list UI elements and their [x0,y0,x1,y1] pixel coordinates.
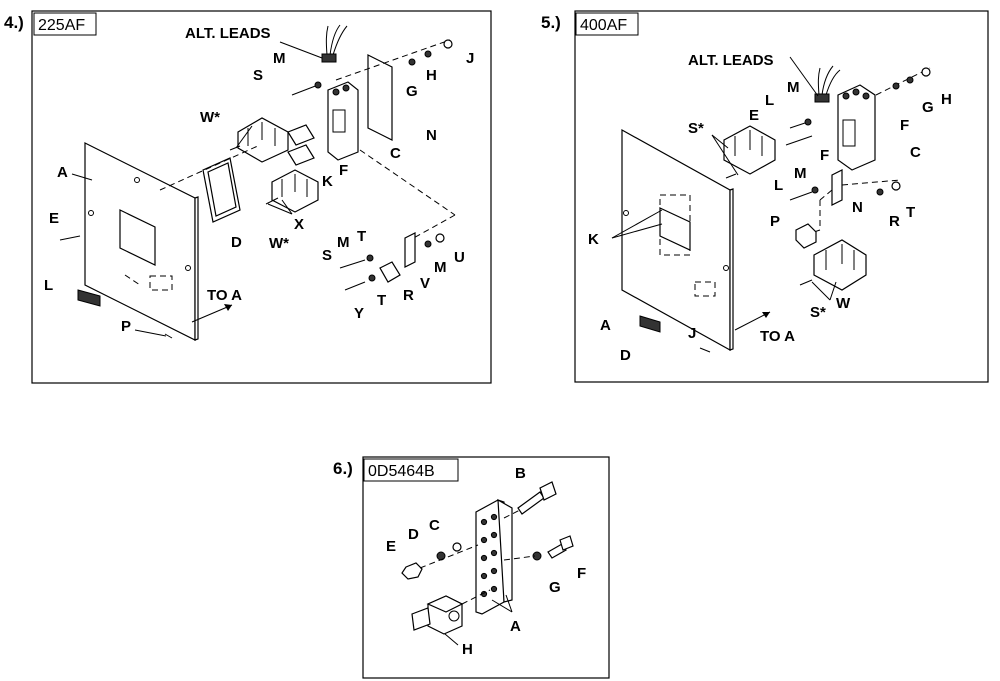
panel-tag-box [575,12,639,36]
bus-bar-a-rear [497,498,513,603]
callout-label: H [941,91,952,108]
callout-label: W* [200,109,220,126]
callout-label: R [889,213,900,230]
callout-label: ALT. LEADS [688,52,774,69]
callout-label: W* [269,235,289,252]
callout-label: L [44,277,53,294]
panel-tag-box [363,458,459,482]
plate-n [367,54,393,141]
lug-block-w [813,239,867,291]
callout-label: G [549,579,561,596]
callout-label: H [426,67,437,84]
callout-label: P [770,213,780,230]
callout-label: TO A [760,328,795,345]
callout-label: P [121,318,131,335]
callout-label: S* [810,304,826,321]
callout-label: F [820,147,829,164]
callout-label: J [466,50,474,67]
callout-label: C [910,144,921,161]
panel-frame [31,10,492,384]
callout-label: TO A [207,287,242,304]
callout-label: T [357,228,366,245]
callout-label: M [787,79,800,96]
callout-label: S [322,247,332,264]
alt-leads [814,65,841,103]
panel-tag: 0D5464B [368,463,435,480]
callout-label: A [57,164,68,181]
callout-label: J [688,325,696,342]
callout-label: C [429,517,440,534]
panel-tag-box [33,12,97,36]
callout-label: V [420,275,430,292]
callout-label: M [337,234,350,251]
callout-label: M [794,165,807,182]
callout-label: G [922,99,934,116]
callout-label: ALT. LEADS [185,25,271,42]
panel-0d5464b: 6.) 0D5464B [333,456,610,679]
callout-label: A [600,317,611,334]
panel-number: 5.) [541,13,561,32]
panel-tag: 225AF [38,17,85,34]
callout-label: F [577,565,586,582]
callout-label: X [294,216,304,233]
panel-tag: 400AF [580,17,627,34]
callout-label: A [510,618,521,635]
breaker-c [837,84,876,171]
panel-number: 6.) [333,459,353,478]
callout-label: E [386,538,396,555]
panel-400af: 5.) 400AF [541,10,989,383]
callout-label: S [253,67,263,84]
panel-frame [574,10,989,383]
callout-label: G [406,83,418,100]
callout-label: F [339,162,348,179]
callout-label: T [906,204,915,221]
callout-label: K [322,173,333,190]
callout-label: L [774,177,783,194]
callout-label: M [434,259,447,276]
callout-label: T [377,292,386,309]
callout-label: C [390,145,401,162]
alt-leads [321,24,348,63]
callout-label: W [836,295,851,312]
callout-label: N [426,127,437,144]
panel-frame [362,456,610,679]
callout-label: E [749,107,759,124]
callout-label: D [408,526,419,543]
callout-label: R [403,287,414,304]
callout-label: H [462,641,473,658]
callout-label: F [900,117,909,134]
lug-block-w [237,117,289,163]
callout-label: K [588,231,599,248]
callout-label: Y [354,305,364,322]
callout-label: B [515,465,526,482]
callout-label: N [852,199,863,216]
callout-label: L [765,92,774,109]
callout-label: D [231,234,242,251]
panel-225af: 4.) 225AF [4,10,492,384]
callout-label: D [620,347,631,364]
callout-label: S* [688,120,704,137]
callout-label: M [273,50,286,67]
callout-label: E [49,210,59,227]
panel-number: 4.) [4,13,24,32]
callout-label: U [454,249,465,266]
